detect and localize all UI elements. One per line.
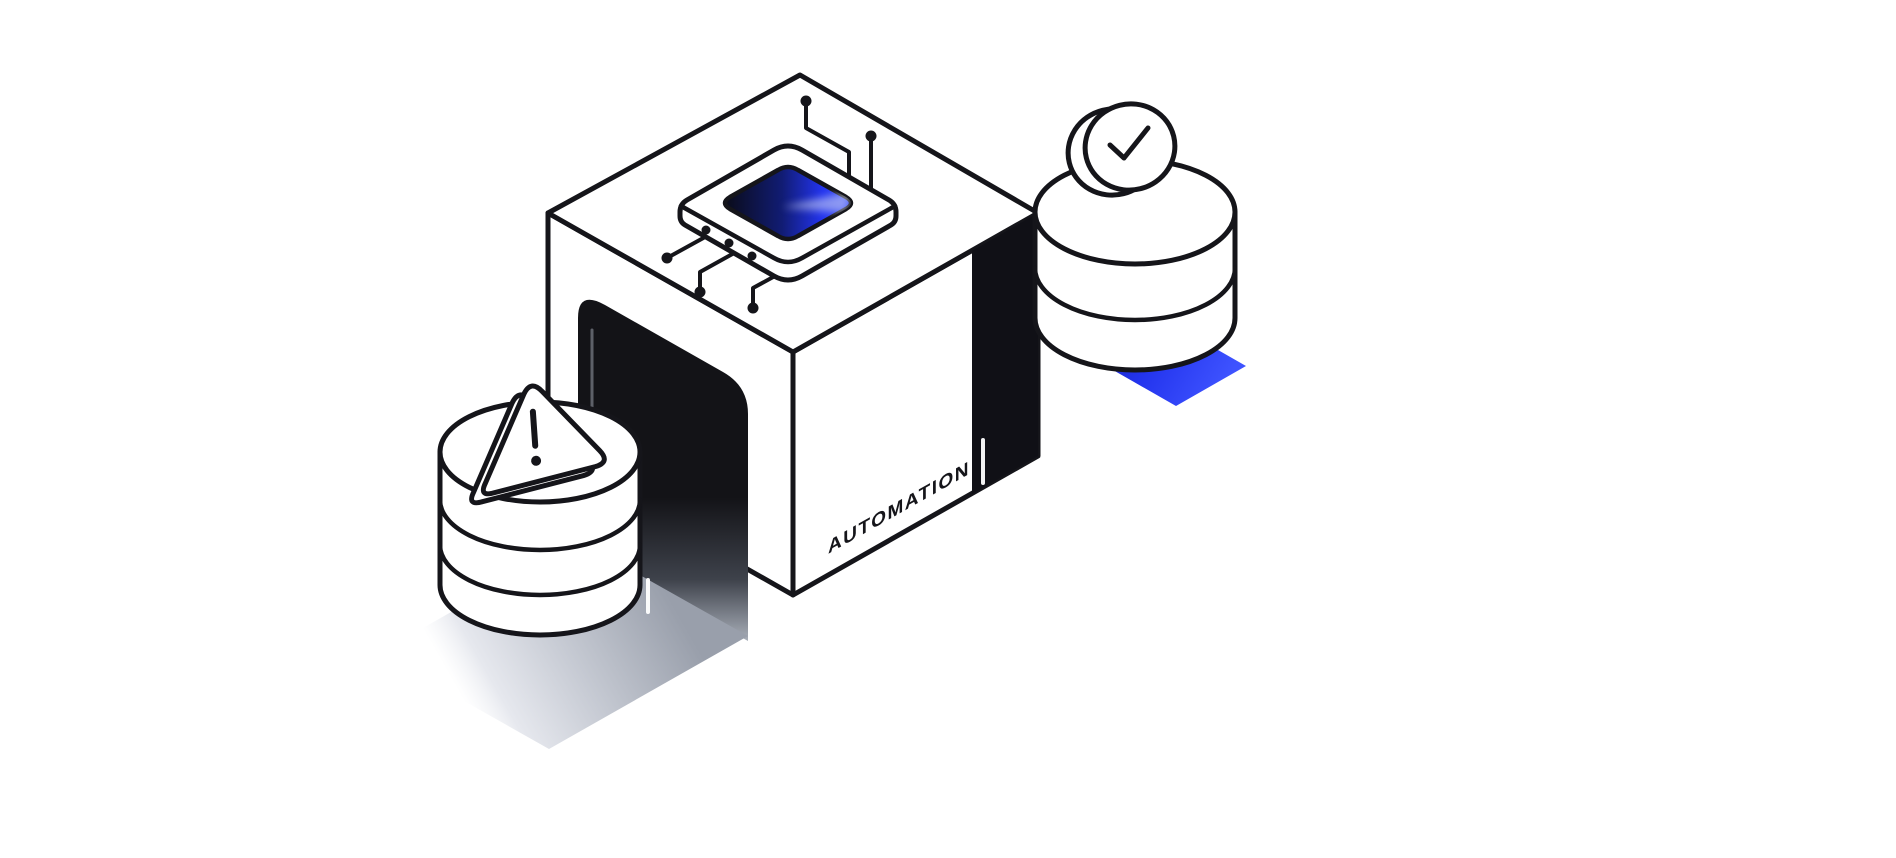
circuit-node-dot (694, 286, 706, 298)
circuit-trace (804, 99, 851, 187)
chip-icon (677, 143, 899, 283)
gray-data-trail (379, 540, 748, 749)
warning-triangle-face (480, 383, 607, 497)
exclamation-dot (531, 455, 542, 466)
chip-pin (724, 238, 734, 248)
database-stack-icon (1032, 157, 1238, 373)
exclamation-mark (529, 408, 539, 449)
circuit-trace (698, 245, 747, 294)
chip-pin (747, 251, 757, 261)
automation-box: AUTOMATION (545, 72, 1041, 641)
circuit-trace (751, 274, 777, 310)
circuit-traces (661, 95, 877, 314)
clock-coin-icon (1065, 101, 1178, 198)
cylinder-seam (1032, 265, 1238, 323)
circuit-node-dot (800, 95, 812, 107)
clock-hands (1107, 125, 1151, 161)
warning-triangle-icon (469, 383, 607, 506)
cylinder-seam (437, 542, 643, 598)
cylinder-seam (437, 497, 643, 553)
chip-pin (701, 225, 711, 235)
chip-top-crease (678, 203, 898, 265)
circuit-node-dot (865, 130, 877, 142)
chip-screen (722, 164, 854, 242)
chip-screen-sheen (782, 191, 851, 213)
circuit-node-dot (747, 302, 759, 314)
box-side-panel (972, 213, 1038, 494)
circuit-node-dot (661, 252, 673, 264)
gray-trail-ribbon (379, 540, 748, 749)
